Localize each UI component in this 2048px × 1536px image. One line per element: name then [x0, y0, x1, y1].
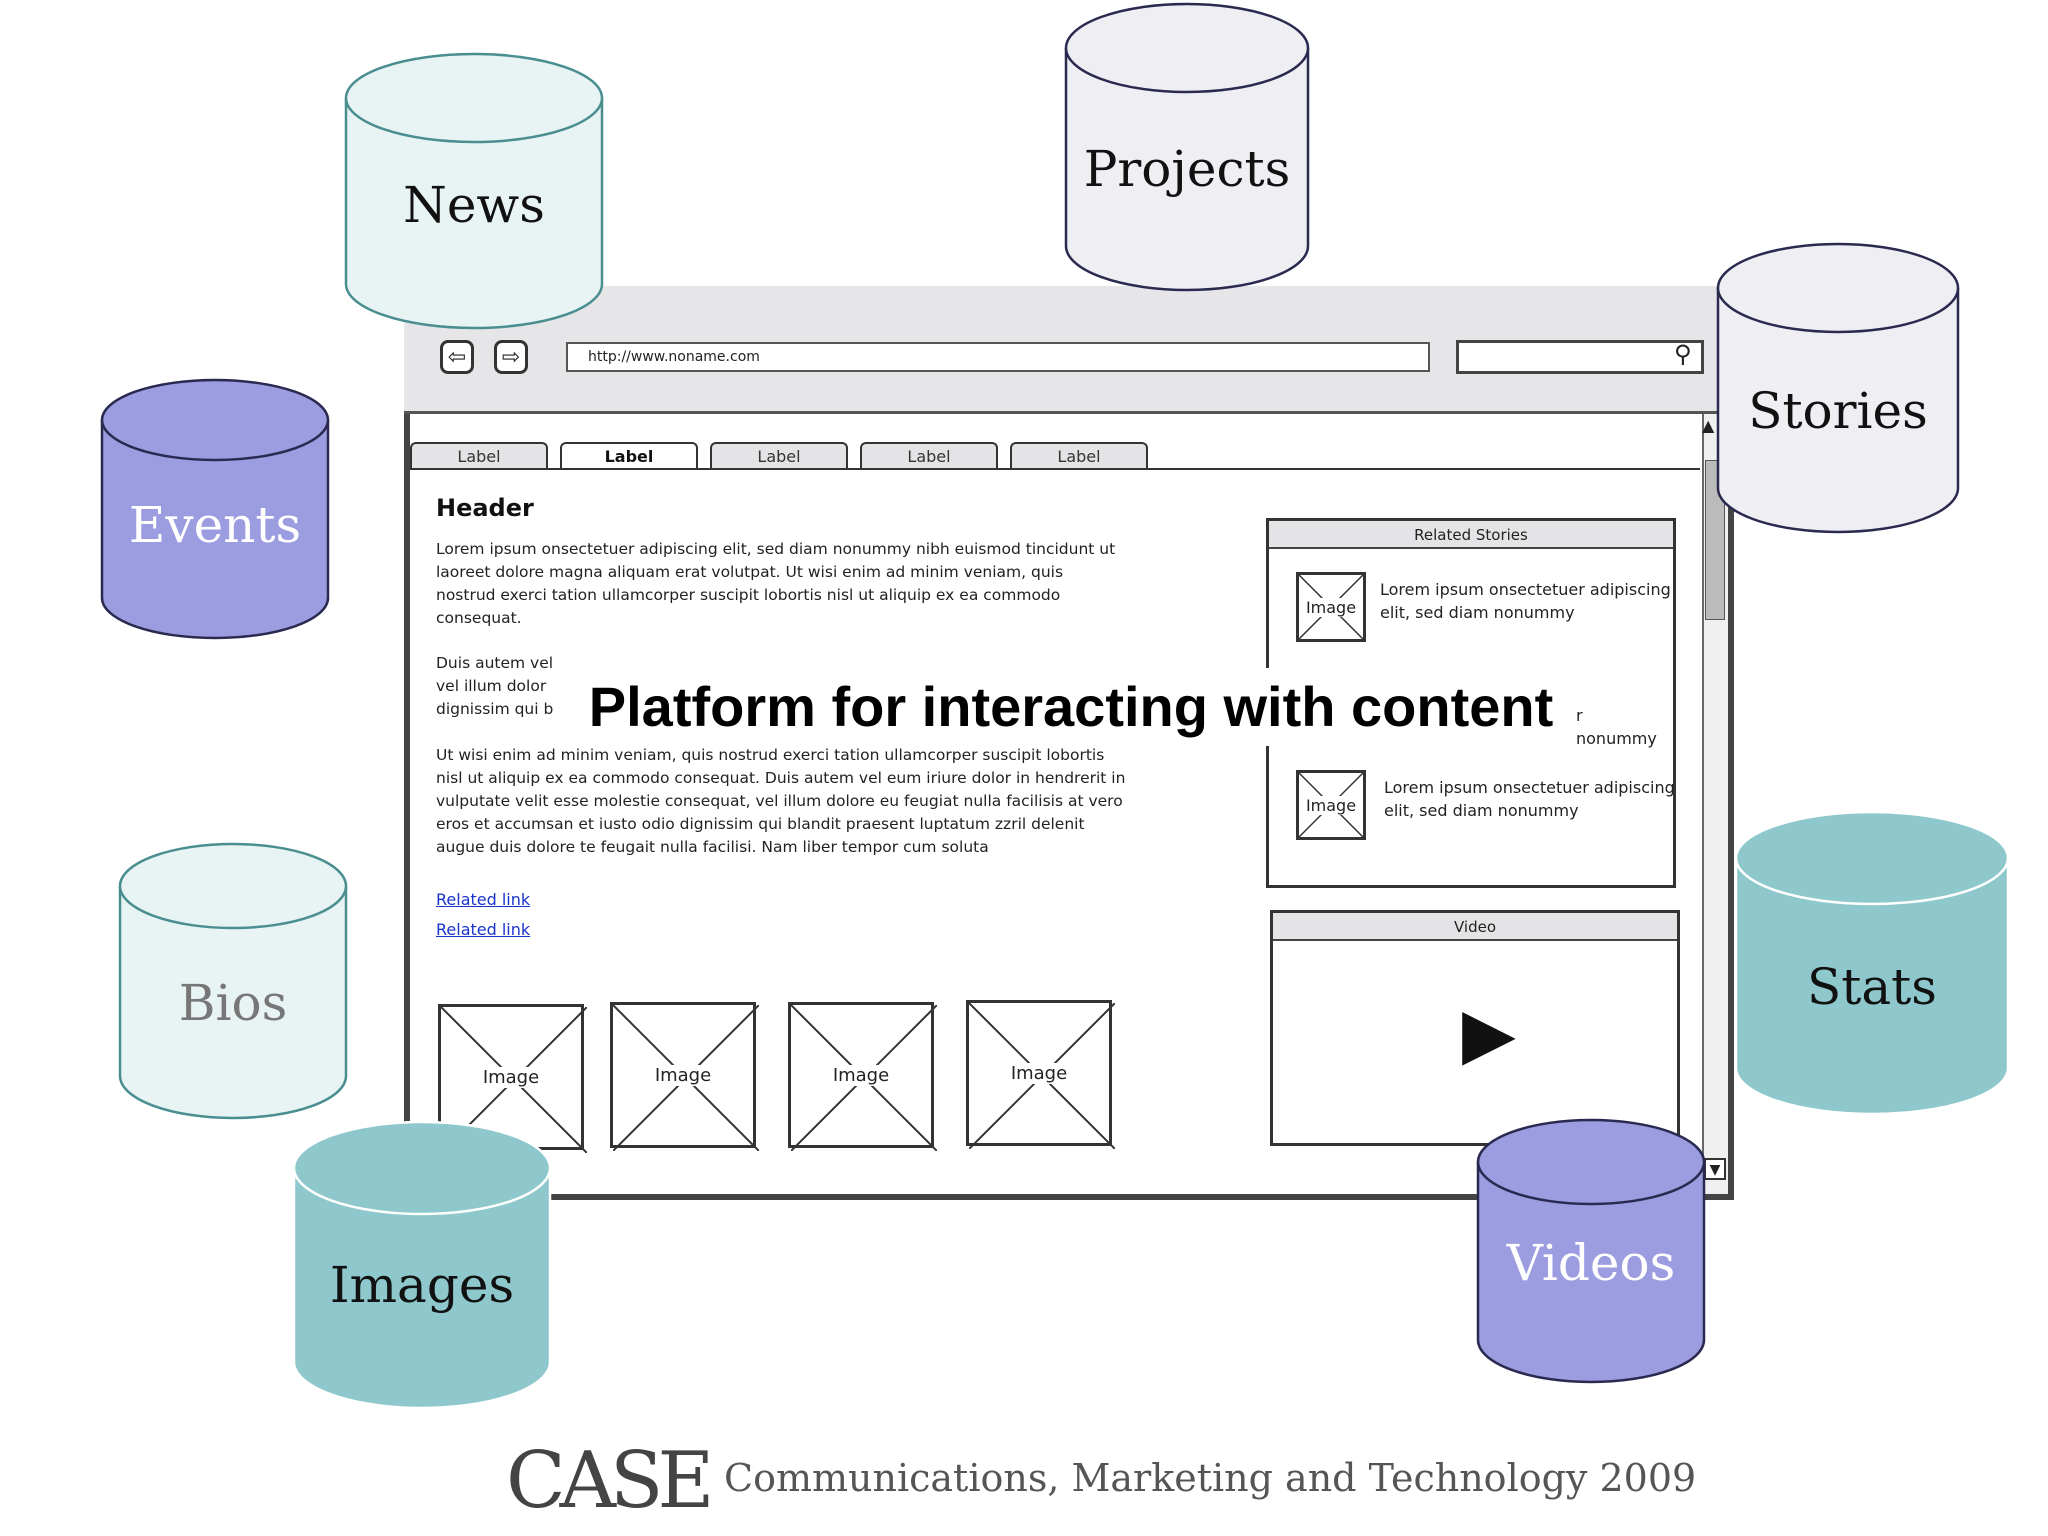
cylinder-videos: Videos [1476, 1114, 1706, 1386]
tab-2[interactable]: Label [560, 442, 698, 468]
tab-4[interactable]: Label [860, 442, 998, 468]
cylinder-bios: Bios [118, 840, 348, 1120]
url-bar[interactable]: http://www.noname.com [566, 342, 1430, 372]
related-story-text-1[interactable]: Lorem ipsum onsectetuer adipiscing elit,… [1380, 580, 1671, 622]
related-story-text-2[interactable]: r nonummy [1576, 706, 1657, 748]
tab-1[interactable]: Label [410, 442, 548, 468]
image-label: Image [1301, 795, 1361, 815]
related-story-image-1: Image [1296, 572, 1366, 642]
image-placeholder-2: Image [610, 1002, 759, 1151]
related-story-text-3[interactable]: Lorem ipsum onsectetuer adipiscing elit,… [1384, 778, 1675, 820]
image-label: Image [1301, 597, 1361, 617]
video-title: Video [1273, 913, 1677, 941]
video-panel: Video [1270, 910, 1680, 1146]
tab-5[interactable]: Label [1010, 442, 1148, 468]
related-link-1[interactable]: Related link [436, 890, 531, 909]
image-label: Image [828, 1064, 894, 1086]
cylinder-stories-label: Stories [1748, 382, 1928, 440]
footer-text: Communications, Marketing and Technology… [724, 1456, 1697, 1500]
tab-3[interactable]: Label [710, 442, 848, 468]
cylinder-news: News [344, 52, 604, 330]
body-paragraph-1: Lorem ipsum onsectetuer adipiscing elit,… [436, 540, 1116, 627]
cylinder-news-label: News [403, 176, 545, 234]
cylinder-videos-label: Videos [1506, 1234, 1676, 1292]
scroll-down-icon[interactable]: ▼ [1704, 1158, 1726, 1180]
cylinder-stories: Stories [1716, 238, 1960, 534]
search-input[interactable] [1456, 340, 1704, 374]
scrollbar-thumb[interactable] [1705, 460, 1725, 620]
image-label: Image [650, 1064, 716, 1086]
body-paragraph-2: Duis autem vel vel illum dolor dignissim… [436, 654, 554, 718]
page-header: Header [436, 494, 534, 522]
body-paragraph-3: Ut wisi enim ad minim veniam, quis nostr… [436, 746, 1126, 856]
image-label: Image [1006, 1062, 1072, 1084]
related-stories-title: Related Stories [1269, 521, 1673, 549]
cylinder-stats: Stats [1734, 806, 2010, 1116]
tab-divider [410, 468, 1700, 470]
case-logo: CASE [506, 1436, 714, 1526]
search-icon[interactable]: ⚲ [1674, 340, 1692, 368]
play-icon[interactable]: ▶ [1462, 992, 1516, 1074]
related-story-image-3: Image [1296, 770, 1366, 840]
cylinder-bios-label: Bios [178, 974, 288, 1032]
image-placeholder-4: Image [966, 1000, 1115, 1149]
cylinder-stats-label: Stats [1807, 958, 1937, 1016]
cylinder-projects-label: Projects [1083, 140, 1291, 198]
scroll-up-icon[interactable]: ▲ [1702, 416, 1715, 435]
cylinder-projects: Projects [1064, 0, 1310, 292]
image-label: Image [478, 1066, 544, 1088]
image-placeholder-3: Image [788, 1002, 937, 1151]
cylinder-events-label: Events [128, 496, 302, 554]
cylinder-images: Images [292, 1118, 552, 1410]
related-link-2[interactable]: Related link [436, 920, 531, 939]
diagram-title: Platform for interacting with content [566, 668, 1576, 746]
cylinder-events: Events [100, 376, 330, 640]
back-arrow-icon[interactable]: ⇦ [440, 340, 474, 374]
forward-arrow-icon[interactable]: ⇨ [494, 340, 528, 374]
cylinder-images-label: Images [329, 1256, 515, 1314]
